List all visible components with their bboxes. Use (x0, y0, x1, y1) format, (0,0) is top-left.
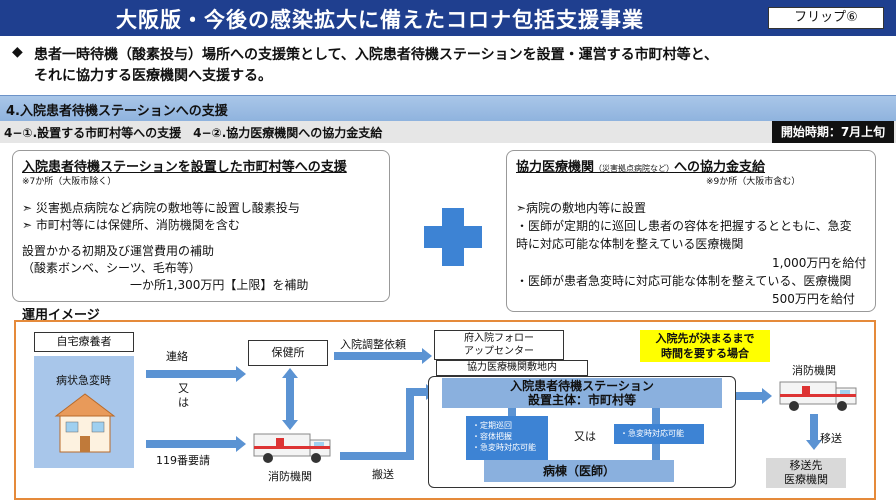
sudden-change-label: 病状急変時 (56, 374, 111, 387)
premises-label: 協力医療機関敷地内 (436, 360, 588, 376)
transfer-label: 移送 (820, 432, 842, 445)
arrow-head-transfer (806, 440, 822, 450)
flip-label: フリップ⑥ (768, 7, 884, 29)
ambulance-icon (253, 433, 331, 463)
contact-label: 連絡 (166, 350, 188, 363)
arrow-transfer (810, 414, 818, 440)
intro-bullet: ◆ (12, 44, 23, 60)
arrow-head-fire-dept-2 (762, 388, 772, 404)
destination-box: 移送先 医療機関 (766, 458, 846, 488)
left-panel-item-2: ➣ 市町村等には保健所、消防機関を含む (22, 218, 240, 232)
arrow-to-follow-center (334, 352, 422, 360)
section-bar (0, 95, 896, 121)
section-heading: 4.入院患者待機ステーションへの支援 (6, 104, 228, 119)
page-title: 大阪版・今後の感染拡大に備えたコロナ包括支援事業 (116, 8, 644, 32)
arrow-health-fire-link (286, 378, 294, 422)
right-panel-item-1: ➣病院の敷地内等に設置 (516, 201, 647, 215)
home-patient-box: 自宅療養者 (34, 332, 134, 352)
arrow-right-up (652, 408, 660, 424)
or-label: 又は (574, 430, 596, 443)
fire-dept-label: 消防機関 (268, 470, 312, 483)
arrow-head-fire-dept (236, 436, 246, 452)
station-header: 入院患者待機ステーション 設置主体：市町村等 (442, 378, 722, 408)
patrol-items-box: ・定期巡回 ・容体把握 ・急変時対応可能 (466, 416, 548, 460)
fire-dept-2-label: 消防機関 (792, 364, 836, 377)
ambulance-icon-right (779, 381, 857, 411)
right-panel-item-3: ・医師が患者急変時に対応可能な体制を整えている、医療機関 (516, 274, 852, 288)
left-panel-cost-1: 設置かかる初期及び運営費用の補助 (22, 244, 215, 258)
right-panel-title: 協力医療機関（災害拠点病院など）への協力金支給 (516, 156, 765, 175)
intro-line-1: 患者一時待機（酸素投与）場所への支援策として、入院患者待機ステーションを設置・運… (34, 47, 719, 63)
station-operator: 設置主体：市町村等 (527, 393, 636, 407)
left-panel-cost-2: （酸素ボンベ、シーツ、毛布等） (22, 261, 201, 275)
intro-line-2: それに協力する医療機関へ支援する。 (34, 68, 272, 84)
arrow-to-fire-dept-2 (736, 392, 762, 400)
start-date-badge: 開始時期：7月上旬 (772, 121, 894, 143)
arrow-to-health-center (146, 370, 236, 378)
title-bar (0, 0, 896, 36)
arrow-head-down-fire (282, 420, 298, 430)
left-panel-cost-3: 一か所1,300万円【上限】を補助 (130, 278, 309, 292)
subsection-heading: 4−①.設置する市町村等への支援 4−②.協力医療機関への協力金支給 (4, 126, 383, 140)
right-panel-title-end: への協力金支給 (674, 160, 766, 175)
arrow-transport-top (406, 388, 426, 396)
house-icon (54, 393, 116, 453)
arrow-left-up (508, 408, 516, 416)
ward-box: 病棟（医師） (484, 460, 674, 482)
arrow-head-up-health (282, 368, 298, 378)
left-panel-note: ※7か所（大阪市除く） (22, 177, 117, 187)
arrow-to-fire-dept (146, 440, 236, 448)
arrow-transport-v (406, 392, 414, 460)
or-vertical-label: 又 は (178, 382, 189, 409)
left-panel-title: 入院患者待機ステーションを設置した市町村等への支援 (22, 160, 347, 175)
arrow-transport-h (340, 452, 414, 460)
left-panel-item-1: ➣ 災害拠点病院など病院の敷地等に設置し酸素投与 (22, 201, 300, 215)
call-119-label: 119番要請 (156, 454, 210, 467)
right-panel-amount-1: 1,000万円を給付 (772, 256, 867, 270)
right-panel-title-small: （災害拠点病院など） (594, 164, 675, 173)
right-panel-note: ※9か所（大阪市含む） (706, 177, 801, 187)
right-panel-item-2b: 時に対応可能な体制を整えている医療機関 (516, 237, 744, 251)
arrow-right-down (652, 444, 660, 462)
subsection-bar (0, 121, 896, 143)
transport-label: 搬送 (372, 468, 394, 481)
admission-request-label: 入院調整依頼 (340, 338, 406, 351)
left-support-panel (12, 150, 390, 302)
plus-icon-bar (424, 226, 482, 248)
follow-center-box: 府入院フォロー アップセンター (434, 330, 564, 360)
emergency-item-box: ・急変時対応可能 (614, 424, 704, 444)
right-panel-item-2a: ・医師が定期的に巡回し患者の容体を把握するとともに、急変 (516, 219, 852, 233)
station-title: 入院患者待機ステーション (510, 379, 654, 393)
ops-heading: 運用イメージ (22, 308, 100, 323)
right-support-panel (506, 150, 876, 312)
arrow-head-follow-center (422, 348, 432, 364)
right-panel-title-main: 協力医療機関 (516, 160, 595, 175)
wait-note: 入院先が決まるまで 時間を要する場合 (640, 330, 770, 362)
health-center-box: 保健所 (248, 340, 328, 366)
right-panel-amount-2: 500万円を給付 (772, 292, 855, 306)
arrow-head-health-center (236, 366, 246, 382)
